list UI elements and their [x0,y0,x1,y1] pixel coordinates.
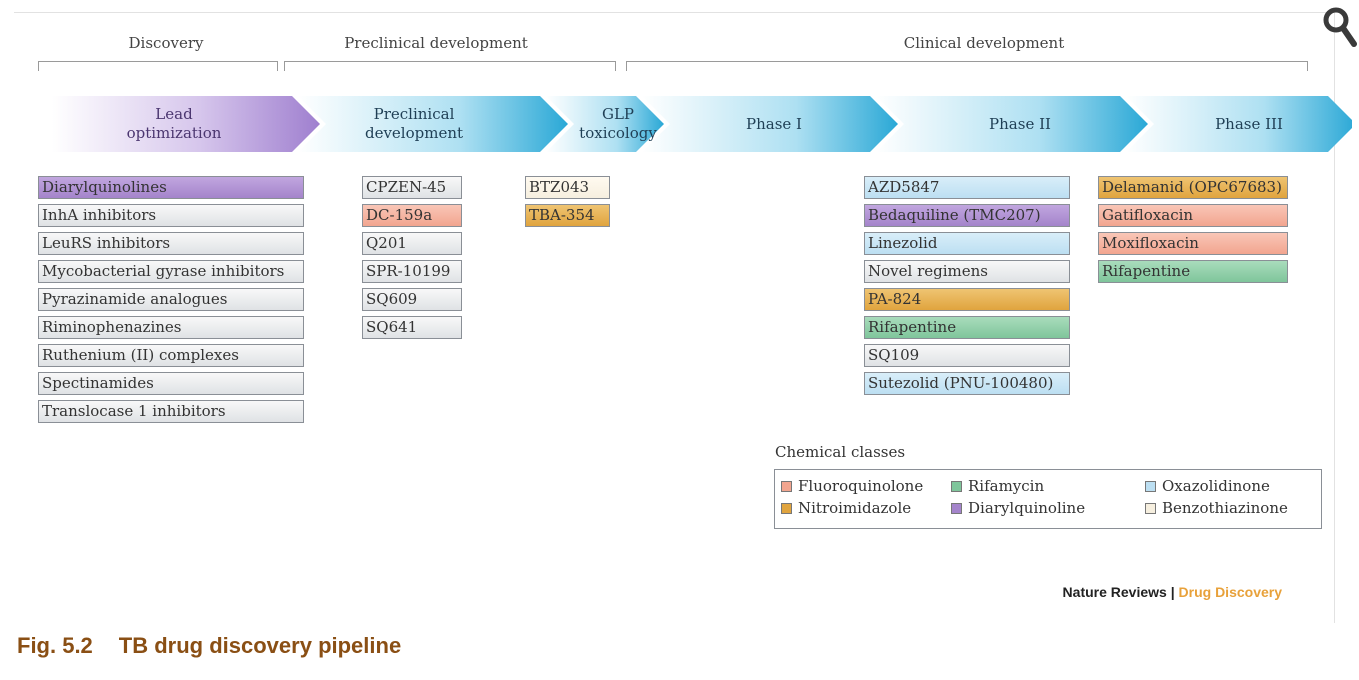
legend-title: Chemical classes [775,443,906,461]
legend-label: Rifamycin [968,477,1045,495]
drug-box: LeuRS inhibitors [38,232,304,255]
search-icon[interactable] [1322,6,1358,48]
drug-box: Gatifloxacin [1098,204,1288,227]
legend-swatch [1145,503,1156,514]
drug-box: Q201 [362,232,462,255]
legend: Fluoroquinolone Nitroimidazole Rifamycin… [774,469,1322,529]
caption-text: TB drug discovery pipeline [118,633,402,658]
drug-box: PA-824 [864,288,1070,311]
legend-item: Rifamycin [951,477,1044,495]
legend-item: Oxazolidinone [1145,477,1270,495]
figure-credit: Nature Reviews | Drug Discovery [1063,584,1282,600]
legend-label: Fluoroquinolone [798,477,924,495]
drug-box: CPZEN-45 [362,176,462,199]
arrow-phase3 [1126,96,1352,152]
phase-2: Phase II [989,114,1051,133]
drug-box: Diarylquinolines [38,176,304,199]
bracket-clinical [626,61,1308,71]
legend-item: Benzothiazinone [1145,499,1288,517]
legend-swatch [951,481,962,492]
stage-discovery: Discovery [128,34,204,52]
credit-journal: Nature Reviews | [1062,584,1179,600]
legend-swatch [781,481,792,492]
drug-box: SQ609 [362,288,462,311]
figure-caption: Fig. 5.2 TB drug discovery pipeline [17,633,401,659]
bracket-discovery [38,61,278,71]
credit-section: Drug Discovery [1178,584,1282,600]
bracket-preclinical [284,61,616,71]
legend-label: Diarylquinoline [968,499,1086,517]
legend-label: Oxazolidinone [1162,477,1270,495]
phase-1: Phase I [746,114,802,133]
drug-box: Mycobacterial gyrase inhibitors [38,260,304,283]
caption-number: Fig. 5.2 [17,633,93,658]
drug-box: Rifapentine [1098,260,1288,283]
drug-box: Linezolid [864,232,1070,255]
legend-item: Nitroimidazole [781,499,911,517]
legend-label: Nitroimidazole [798,499,912,517]
drug-box: BTZ043 [525,176,610,199]
drug-box: Novel regimens [864,260,1070,283]
legend-item: Diarylquinoline [951,499,1085,517]
drug-box: InhA inhibitors [38,204,304,227]
drug-box: Translocase 1 inhibitors [38,400,304,423]
arrow-phase1 [642,96,898,152]
legend-label: Benzothiazinone [1162,499,1288,517]
drug-box: Pyrazinamide analogues [38,288,304,311]
phase-arrows [52,96,1352,152]
drug-box: SPR-10199 [362,260,462,283]
arrow-lead-optimization [52,96,320,152]
legend-swatch [1145,481,1156,492]
phase-3: Phase III [1215,114,1283,133]
stage-preclinical: Preclinical development [344,34,528,52]
drug-box: AZD5847 [864,176,1070,199]
drug-box: Rifapentine [864,316,1070,339]
stage-clinical: Clinical development [903,34,1065,52]
drug-box: SQ109 [864,344,1070,367]
pipeline-figure: Discovery Preclinical development Clinic… [14,12,1352,623]
arrow-preclinical [298,96,568,152]
drug-box: Ruthenium (II) complexes [38,344,304,367]
legend-swatch [951,503,962,514]
drug-box: Riminophenazines [38,316,304,339]
drug-box: Delamanid (OPC67683) [1098,176,1288,199]
arrow-glp [546,96,664,152]
drug-box: Spectinamides [38,372,304,395]
drug-box: DC-159a [362,204,462,227]
drug-box: SQ641 [362,316,462,339]
drug-box: TBA-354 [525,204,610,227]
legend-swatch [781,503,792,514]
drug-box: Sutezolid (PNU-100480) [864,372,1070,395]
drug-box: Bedaquiline (TMC207) [864,204,1070,227]
legend-item: Fluoroquinolone [781,477,923,495]
arrow-phase2 [876,96,1148,152]
drug-box: Moxifloxacin [1098,232,1288,255]
